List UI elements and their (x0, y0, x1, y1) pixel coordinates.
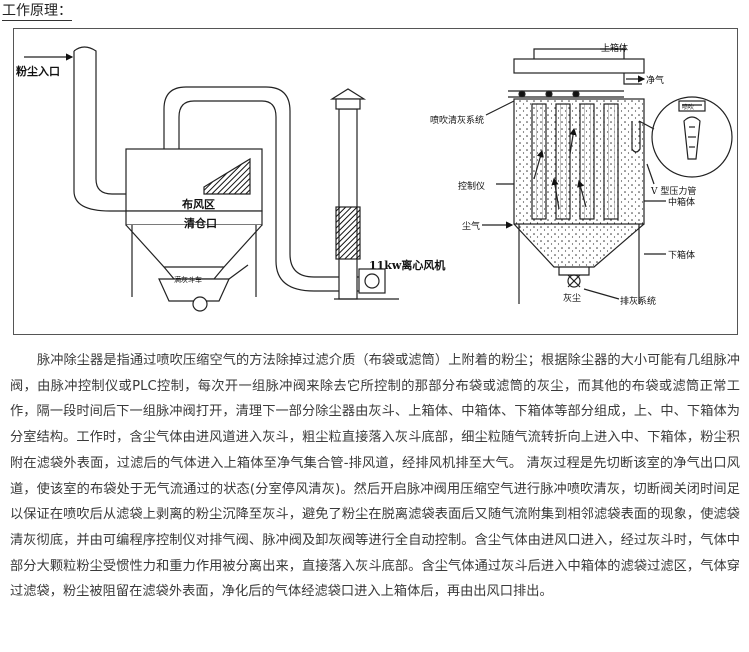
upper-box-label: 上箱体 (601, 44, 629, 54)
working-principle-figure: 粉尘入口 布风区 清仓口 满灰斗车 11kw离心风机 上箱体 净气 喷吹清灰系统… (13, 28, 738, 335)
lower-box-label: 下箱体 (668, 251, 696, 261)
right-pulse-filter-drawing (482, 48, 733, 304)
distribution-zone-label: 布风区 (182, 198, 215, 211)
nozzle-label: 喷吹 (682, 104, 695, 111)
clean-port-label: 清仓口 (184, 217, 217, 230)
middle-box-label: 中箱体 (668, 198, 696, 208)
description-paragraph: 脉冲除尘器是指通过喷吹压缩空气的方法除掉过滤介质（布袋或滤筒）上附着的粉尘；根据… (10, 353, 740, 600)
venturi-label: V 型压力管 (651, 187, 697, 197)
pulse-system-label: 喷吹清灰系统 (430, 116, 485, 126)
diagram-drawing (24, 46, 733, 312)
clean-air-label: 净气 (646, 76, 665, 86)
cart-label: 满灰斗车 (174, 276, 202, 284)
section-heading: 工作原理： (2, 3, 72, 21)
left-dust-collector-drawing (24, 46, 399, 312)
ash-label: 灰尘 (563, 294, 582, 304)
discharge-label: 排灰系统 (620, 297, 657, 307)
fan-label: 11kw离心风机 (369, 259, 446, 272)
controller-label: 控制仪 (458, 182, 486, 192)
inlet-label: 粉尘入口 (16, 65, 60, 78)
raw-air-label: 尘气 (462, 222, 481, 232)
